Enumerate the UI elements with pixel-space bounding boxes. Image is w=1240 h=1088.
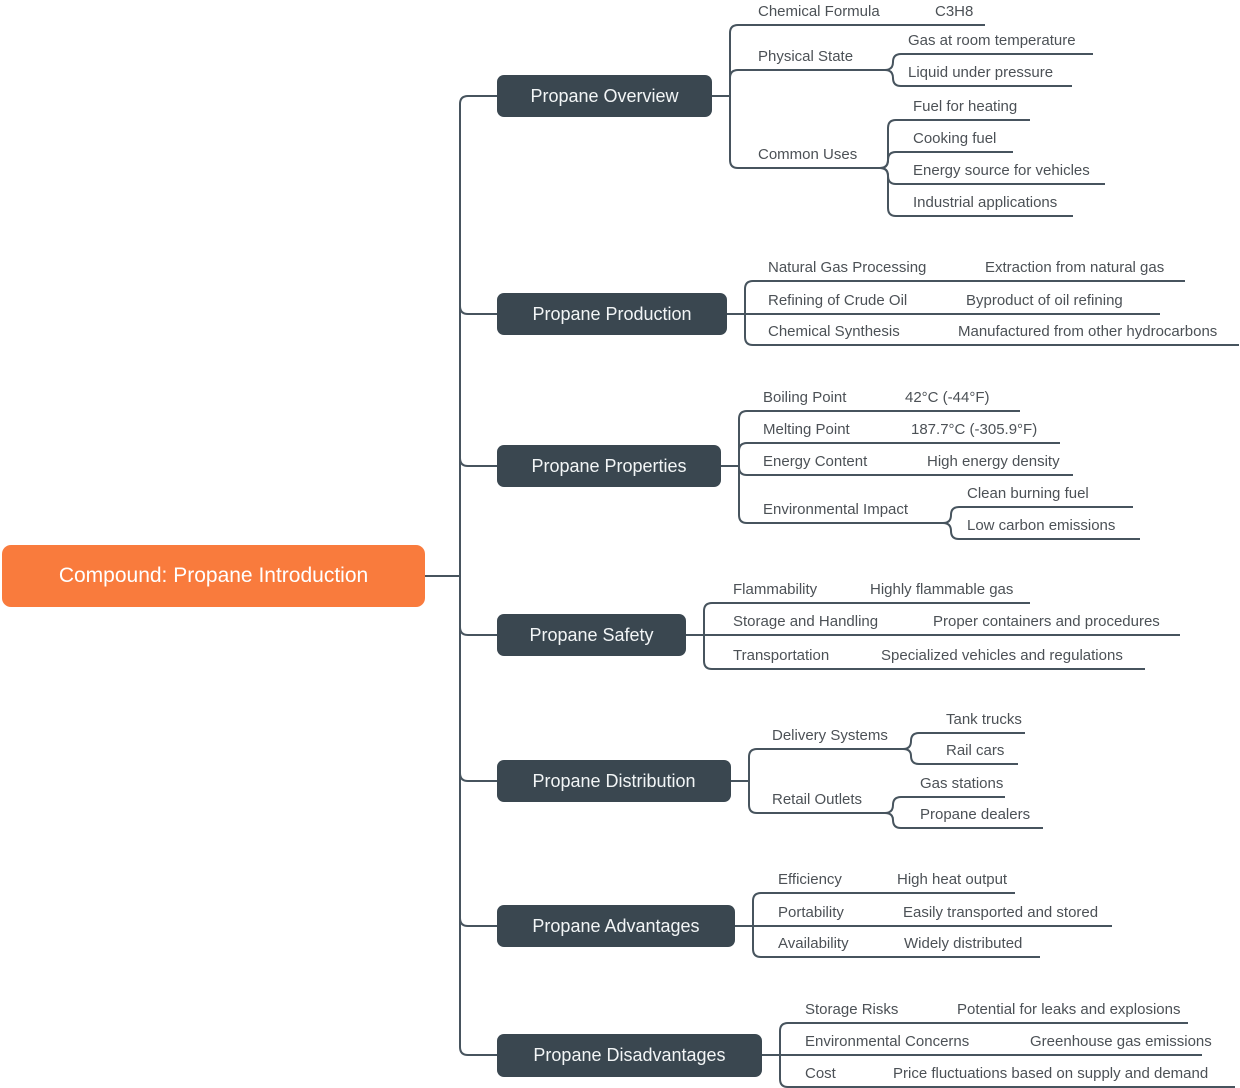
branch-propane-overview[interactable]: Propane Overview (497, 75, 712, 117)
leaf-industrial-applications[interactable]: Industrial applications (913, 194, 1058, 211)
branch-propane-safety[interactable]: Propane Safety (497, 614, 686, 656)
value-energy-content[interactable]: High energy density (927, 453, 1060, 470)
label-physical-state[interactable]: Physical State (758, 48, 854, 65)
leaf-low-carbon-emissions[interactable]: Low carbon emissions (967, 517, 1116, 534)
leaf-propane-dealers[interactable]: Propane dealers (920, 806, 1031, 823)
label-boiling-point[interactable]: Boiling Point (763, 389, 847, 406)
leaf-gas-at-room-temperature[interactable]: Gas at room temperature (908, 32, 1076, 49)
label-cost[interactable]: Cost (805, 1065, 836, 1082)
label-chemical-formula[interactable]: Chemical Formula (758, 3, 880, 20)
value-portability[interactable]: Easily transported and stored (903, 904, 1099, 921)
label-retail-outlets[interactable]: Retail Outlets (772, 791, 863, 808)
leaf-tank-trucks[interactable]: Tank trucks (946, 711, 1022, 728)
label-delivery-systems[interactable]: Delivery Systems (772, 727, 888, 744)
label-refining-of-crude-oil[interactable]: Refining of Crude Oil (768, 292, 908, 309)
leaf-clean-burning-fuel[interactable]: Clean burning fuel (967, 485, 1089, 502)
branch-propane-disadvantages[interactable]: Propane Disadvantages (497, 1034, 762, 1077)
leaf-energy-source-for-vehicles[interactable]: Energy source for vehicles (913, 162, 1090, 179)
label-flammability[interactable]: Flammability (733, 581, 818, 598)
value-availability[interactable]: Widely distributed (904, 935, 1023, 952)
label-natural-gas-processing[interactable]: Natural Gas Processing (768, 259, 927, 276)
value-refining-of-crude-oil[interactable]: Byproduct of oil refining (966, 292, 1123, 309)
value-boiling-point[interactable]: 42°C (-44°F) (905, 389, 990, 406)
label-availability[interactable]: Availability (778, 935, 849, 952)
leaf-liquid-under-pressure[interactable]: Liquid under pressure (908, 64, 1054, 81)
value-chemical-synthesis[interactable]: Manufactured from other hydrocarbons (958, 323, 1218, 340)
value-cost[interactable]: Price fluctuations based on supply and d… (893, 1065, 1209, 1082)
leaf-fuel-for-heating[interactable]: Fuel for heating (913, 98, 1018, 115)
leaf-cooking-fuel[interactable]: Cooking fuel (913, 130, 997, 147)
branch-propane-properties[interactable]: Propane Properties (497, 445, 721, 487)
label-efficiency[interactable]: Efficiency (778, 871, 842, 888)
label-portability[interactable]: Portability (778, 904, 844, 921)
value-storage-risks[interactable]: Potential for leaks and explosions (957, 1001, 1181, 1018)
value-flammability[interactable]: Highly flammable gas (870, 581, 1014, 598)
value-environmental-concerns[interactable]: Greenhouse gas emissions (1030, 1033, 1212, 1050)
value-transportation[interactable]: Specialized vehicles and regulations (881, 647, 1123, 664)
value-melting-point[interactable]: 187.7°C (-305.9°F) (911, 421, 1038, 438)
branch-propane-production[interactable]: Propane Production (497, 293, 727, 335)
label-environmental-impact[interactable]: Environmental Impact (763, 501, 909, 518)
branch-propane-advantages[interactable]: Propane Advantages (497, 905, 735, 947)
value-efficiency[interactable]: High heat output (897, 871, 1008, 888)
value-chemical-formula[interactable]: C3H8 (935, 3, 974, 20)
root-node[interactable]: Compound: Propane Introduction (2, 545, 425, 607)
label-transportation[interactable]: Transportation (733, 647, 830, 664)
label-energy-content[interactable]: Energy Content (763, 453, 868, 470)
leaf-rail-cars[interactable]: Rail cars (946, 742, 1005, 759)
label-chemical-synthesis[interactable]: Chemical Synthesis (768, 323, 900, 340)
label-environmental-concerns[interactable]: Environmental Concerns (805, 1033, 970, 1050)
label-melting-point[interactable]: Melting Point (763, 421, 850, 438)
label-storage-risks[interactable]: Storage Risks (805, 1001, 899, 1018)
label-storage-and-handling[interactable]: Storage and Handling (733, 613, 879, 630)
branch-propane-distribution[interactable]: Propane Distribution (497, 760, 731, 802)
label-common-uses[interactable]: Common Uses (758, 146, 858, 163)
value-storage-and-handling[interactable]: Proper containers and procedures (933, 613, 1160, 630)
value-natural-gas-processing[interactable]: Extraction from natural gas (985, 259, 1165, 276)
leaf-gas-stations[interactable]: Gas stations (920, 775, 1004, 792)
